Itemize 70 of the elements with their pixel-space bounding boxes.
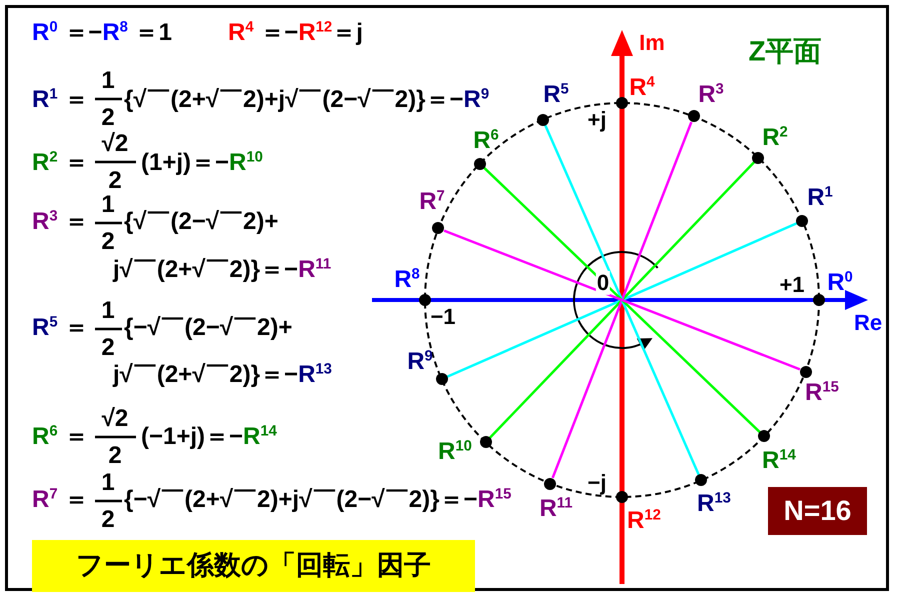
point-label: R$^{13}$ <box>697 490 731 518</box>
point-label: R$^{11}$ <box>539 496 573 522</box>
point-marker <box>480 436 492 448</box>
equation-text: R$^{1}$ ＝ <box>32 86 88 114</box>
axis-label: Re <box>854 310 882 336</box>
equation-text: j√￣(2+√￣2)}＝−R$^{13}$ <box>113 362 332 388</box>
point-label: R$^{5}$ <box>543 82 569 108</box>
point-marker <box>796 214 808 227</box>
point-marker <box>616 491 628 503</box>
point-label: R$^{4}$ <box>629 74 655 102</box>
point-label: R$^{12}$ <box>627 508 661 534</box>
equation-text: R$^{7}$ ＝ <box>32 486 88 514</box>
axis-label: Im <box>639 30 665 56</box>
point-label: R$^{8}$ <box>394 266 420 294</box>
equation-text: R$^{6}$ ＝ <box>32 424 88 450</box>
fraction-numerator: √2 <box>102 130 128 158</box>
tick-label: +1 <box>779 272 805 298</box>
fraction-denominator: 2 <box>108 442 122 470</box>
fraction-numerator: 1 <box>101 68 115 94</box>
equation-text: R$^{5}$ ＝ <box>32 314 88 342</box>
equation-text: {√￣(2+√￣2)+j√￣(2−√￣2)}＝−R$^{9}$ <box>124 86 490 114</box>
point-label: R$^{2}$ <box>762 124 788 152</box>
equation-text: j√￣(2+√￣2)}＝−R$^{11}$ <box>113 256 332 284</box>
point-marker <box>616 97 628 109</box>
point-label: R$^{0}$ <box>827 270 853 296</box>
point-marker <box>536 114 549 126</box>
equation-text: {−√￣(2+√￣2)+j√￣(2−√￣2)}＝−R$^{15}$ <box>124 486 512 514</box>
equation-text: (−1+j)＝−R$^{14}$ <box>141 424 277 450</box>
equation-text: R$^{0}$ ＝−R$^{8}$ ＝1 <box>32 20 172 46</box>
point-label: R$^{9}$ <box>407 348 433 376</box>
point-label: R$^{6}$ <box>473 128 499 154</box>
parameter-panel: N=16 <box>768 487 867 535</box>
fraction-numerator: 1 <box>101 298 115 324</box>
point-label: R$^{15}$ <box>805 380 839 406</box>
point-marker <box>474 158 486 170</box>
caption-banner: フーリエ係数の「回転」因子 <box>32 540 475 592</box>
equation-text: (1+j)＝−R$^{10}$ <box>141 150 263 176</box>
point-marker <box>544 478 556 490</box>
tick-label: −j <box>588 470 606 496</box>
equation-text: R$^{2}$ ＝ <box>32 150 88 176</box>
point-label: R$^{3}$ <box>698 82 724 108</box>
point-marker <box>432 222 444 234</box>
fraction-numerator: 1 <box>101 192 115 218</box>
plane-label: Z平面 <box>748 36 822 68</box>
equation-text: {−√￣(2−√￣2)+ <box>124 314 292 342</box>
point-marker <box>813 294 825 306</box>
fraction-denominator: 2 <box>108 168 122 194</box>
point-marker <box>758 430 770 442</box>
point-marker <box>752 152 764 164</box>
point-label: R$^{14}$ <box>762 448 796 474</box>
point-marker <box>419 294 431 306</box>
equation-text: R$^{4}$ ＝−R$^{12}$＝j <box>228 20 363 46</box>
equation-text: R$^{3}$ ＝ <box>32 208 88 236</box>
fraction-denominator: 2 <box>101 228 115 256</box>
point-label: R$^{10}$ <box>438 438 472 466</box>
point-label: R$^{7}$ <box>419 188 445 216</box>
point-marker <box>800 366 812 378</box>
point-label: R$^{1}$ <box>807 184 833 212</box>
fraction-numerator: 1 <box>101 470 115 496</box>
fraction-numerator: √2 <box>102 406 128 432</box>
point-marker <box>688 110 700 122</box>
point-marker <box>436 373 448 386</box>
fraction-denominator: 2 <box>101 506 115 534</box>
fraction-denominator: 2 <box>101 104 115 132</box>
point-marker <box>695 474 708 486</box>
tick-label: +j <box>588 108 606 132</box>
tick-label: −1 <box>430 304 456 330</box>
origin-label: 0 <box>596 270 610 296</box>
equation-text: {√￣(2−√￣2)+ <box>124 208 278 236</box>
fraction-denominator: 2 <box>101 334 115 362</box>
